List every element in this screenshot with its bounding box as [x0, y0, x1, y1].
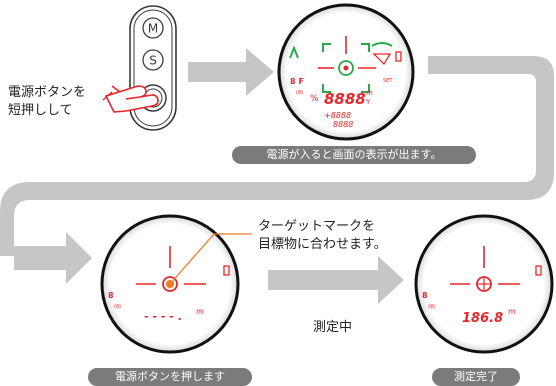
main-unit-top: m	[366, 89, 373, 97]
triangle-angle-icon	[372, 53, 392, 66]
finger-red-mark	[102, 91, 113, 101]
mode-indicator: 8 F	[290, 77, 304, 86]
target-instruction-line-1: ターゲットマークを	[258, 219, 376, 234]
flow-arrows	[0, 48, 554, 304]
press-power-label: 電源ボタンを 短押しして	[8, 84, 86, 120]
mode-indicator: 8	[422, 291, 428, 300]
mode-indicator: 8	[108, 291, 114, 300]
press-power-line-1: 電源ボタンを	[8, 85, 87, 100]
arrow-right-3	[268, 256, 404, 304]
target-reticle-result	[450, 246, 520, 292]
finger-icon	[105, 85, 159, 113]
target-reticle	[318, 36, 376, 76]
setting-button[interactable]: S	[142, 49, 164, 71]
result-readout: 186.8	[462, 311, 503, 326]
green-brackets	[322, 43, 370, 93]
measuring-label: 測定中	[313, 320, 353, 335]
aim-unit: m	[196, 307, 204, 316]
status-text: SET	[383, 78, 393, 84]
rangefinder-device: M S ⏻	[129, 5, 177, 131]
setting-button-label: S	[149, 54, 157, 68]
battery-icon	[535, 265, 542, 276]
aim-readout: - - - - .	[144, 310, 182, 323]
caption-press-power-button: 電源ボタンを押します	[88, 368, 252, 386]
main-readout: 8888	[324, 90, 366, 108]
mode-button[interactable]: M	[142, 17, 164, 39]
caption-measure-done: 測定完了	[432, 368, 520, 386]
small-label: %	[310, 94, 319, 104]
arrow-right-2	[14, 232, 92, 284]
arc-green-right-icon	[371, 42, 393, 47]
mode-button-label: M	[148, 22, 158, 36]
arrow-right-1	[188, 48, 274, 96]
press-power-line-2: 短押しして	[8, 103, 73, 118]
result-unit: m	[508, 307, 516, 316]
caption-power-on: 電源が入ると画面の表示が出ます。	[232, 146, 476, 164]
display-result: 8 (8) 186.8 m	[414, 214, 554, 354]
battery-icon	[223, 265, 230, 276]
small-label-2: (8)	[296, 90, 303, 96]
sub-readout-2: 8888	[333, 120, 353, 129]
sub-readout-1: +8888	[324, 111, 351, 120]
display-full: SET 8 F (8) % 8888 m Y +8888 8888	[277, 3, 415, 141]
target-instruction-line-2: 目標物に合わせます。	[258, 237, 387, 252]
small-label: (8)	[428, 304, 435, 310]
battery-icon	[395, 51, 402, 62]
arc-green-left-icon	[289, 45, 299, 59]
main-unit-bottom: Y	[365, 98, 371, 106]
small-label: (8)	[114, 304, 121, 310]
target-instruction-label: ターゲットマークを 目標物に合わせます。	[258, 218, 387, 254]
leader-line	[169, 233, 252, 285]
